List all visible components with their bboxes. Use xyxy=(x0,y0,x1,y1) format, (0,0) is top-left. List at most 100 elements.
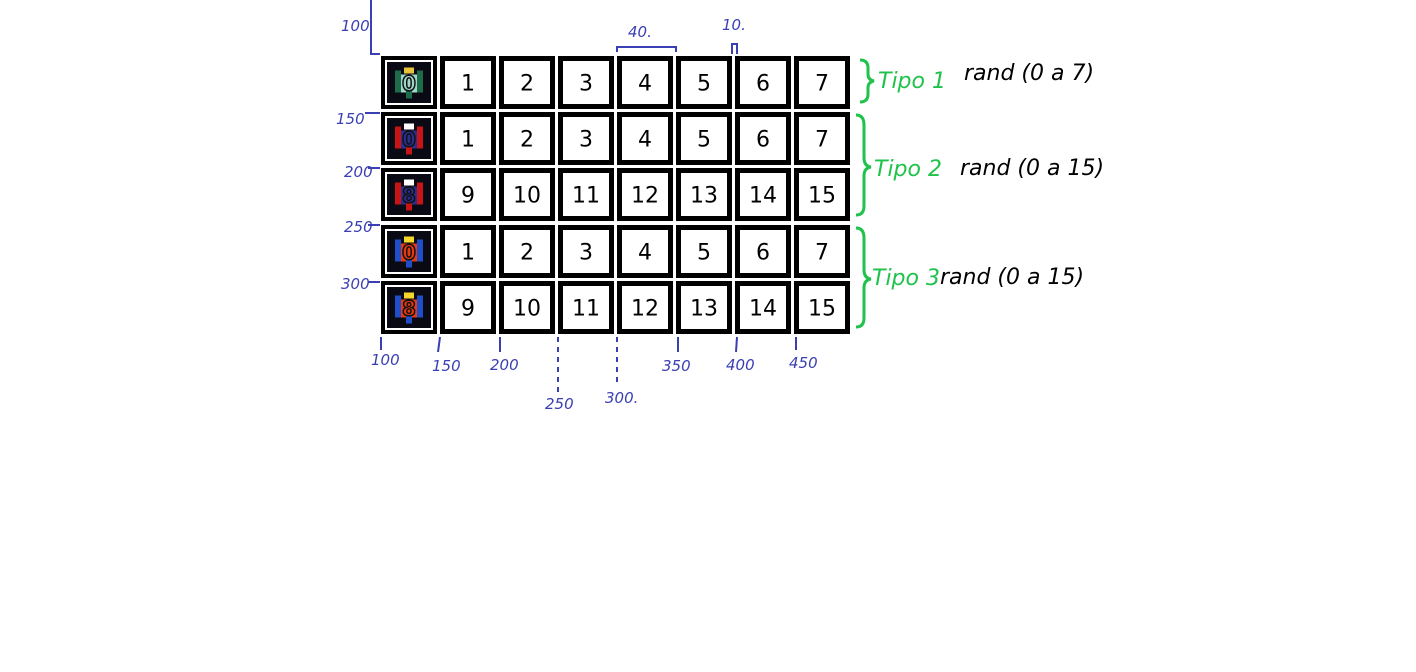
tipo-3-brace xyxy=(855,226,872,329)
frame-cell-body xyxy=(738,59,788,106)
frame-cell: 15 xyxy=(794,168,850,221)
frame-number: 12 xyxy=(631,184,659,209)
sprite-index-label: 8 xyxy=(402,297,416,321)
frame-cell: 2 xyxy=(499,56,555,109)
frame-number: 4 xyxy=(638,72,652,97)
width-label: 40. xyxy=(628,23,652,41)
x-label: 250 xyxy=(545,395,574,413)
frame-cell: 12 xyxy=(617,281,673,334)
x-tick xyxy=(735,336,738,353)
frame-number: 1 xyxy=(461,128,475,153)
sprite-pixel xyxy=(401,130,417,149)
frame-cell: 5 xyxy=(676,225,732,278)
frame-cell-body xyxy=(679,228,729,275)
frame-number: 15 xyxy=(808,297,836,322)
sprite-pixel xyxy=(401,299,417,318)
x-label: 400 xyxy=(726,356,755,374)
x-tick xyxy=(437,336,441,353)
frame-number: 13 xyxy=(690,184,718,209)
frame-cell: 13 xyxy=(676,281,732,334)
y-label: 300 xyxy=(341,275,370,293)
tipo-2-rand: rand (0 a 15) xyxy=(960,156,1104,181)
frame-cell-body xyxy=(502,228,552,275)
sprite-pixel xyxy=(404,292,414,299)
enemy-tipo3-sprite-b: 8 xyxy=(381,281,437,334)
frame-cell-body xyxy=(679,59,729,106)
frame-number: 15 xyxy=(808,184,836,209)
sprite-pixel xyxy=(417,295,423,318)
frame-cell-body xyxy=(797,115,847,162)
frame-number: 6 xyxy=(756,128,770,153)
sprite-index-label: 0 xyxy=(402,241,416,265)
frame-cell-body xyxy=(502,171,552,218)
frame-number: 9 xyxy=(461,184,475,209)
top-annotations: 100 40. 10. xyxy=(341,0,746,55)
frame-cell: 3 xyxy=(558,112,614,165)
frame-number: 2 xyxy=(520,128,534,153)
frame-number: 10 xyxy=(513,297,541,322)
width-bracket xyxy=(616,46,677,52)
frame-number: 11 xyxy=(572,297,600,322)
sprite-pixel xyxy=(395,70,401,93)
frame-cell: 9 xyxy=(440,168,496,221)
frame-cell: 6 xyxy=(735,112,791,165)
frame-cell-body xyxy=(443,171,493,218)
sprite-pixel xyxy=(417,126,423,149)
frame-number: 4 xyxy=(638,241,652,266)
sprite-index-label: 8 xyxy=(402,184,416,208)
x-label: 200 xyxy=(490,356,519,374)
frame-number: 5 xyxy=(697,241,711,266)
frame-number: 6 xyxy=(756,241,770,266)
frame-cell-body xyxy=(502,115,552,162)
frame-number: 11 xyxy=(572,184,600,209)
sprite-pixel xyxy=(406,90,412,99)
x-label: 450 xyxy=(789,354,818,372)
sprite-pixel xyxy=(395,126,401,149)
frame-cell-body xyxy=(561,284,611,331)
enemy-tipo2-sprite-a: 0 xyxy=(381,112,437,165)
tipo-2-label: Tipo 2 xyxy=(874,157,942,182)
frame-cell: 7 xyxy=(794,56,850,109)
frame-cell: 3 xyxy=(558,56,614,109)
gap-bracket xyxy=(731,43,738,54)
y-label: 200 xyxy=(344,163,373,181)
tipo-1-rand: rand (0 a 7) xyxy=(964,61,1094,86)
sprite-index-label: 0 xyxy=(402,128,416,152)
frame-cell-body xyxy=(620,59,670,106)
sprite-pixel xyxy=(406,315,412,324)
frame-cell-body xyxy=(679,115,729,162)
frame-cell: 11 xyxy=(558,281,614,334)
frame-cell-body xyxy=(620,115,670,162)
frame-cell: 13 xyxy=(676,168,732,221)
x-label: 350 xyxy=(662,357,691,375)
x-axis-labels: 100 150 200 250 300. 350 400 450 xyxy=(371,336,818,413)
frame-cell: 1 xyxy=(440,56,496,109)
top-left-label: 100 xyxy=(341,17,370,35)
frame-cell: 7 xyxy=(794,112,850,165)
sprite-pixel xyxy=(417,70,423,93)
frame-cell: 10 xyxy=(499,168,555,221)
frame-cell-body xyxy=(797,284,847,331)
frame-cell: 4 xyxy=(617,225,673,278)
frame-cell: 7 xyxy=(794,225,850,278)
sprite-pixel xyxy=(417,182,423,205)
frame-number: 14 xyxy=(749,184,777,209)
frame-number: 3 xyxy=(579,72,593,97)
sprite-pixel xyxy=(404,236,414,243)
frame-number: 7 xyxy=(815,128,829,153)
frame-number: 1 xyxy=(461,241,475,266)
frame-number: 2 xyxy=(520,72,534,97)
enemy-tipo2-sprite-b: 8 xyxy=(381,168,437,221)
frame-cell: 1 xyxy=(440,225,496,278)
frame-number: 5 xyxy=(697,128,711,153)
frame-cell-body xyxy=(738,115,788,162)
frame-number: 6 xyxy=(756,72,770,97)
frame-number: 3 xyxy=(579,128,593,153)
frame-cell: 10 xyxy=(499,281,555,334)
frame-cell-body xyxy=(797,59,847,106)
sprite-pixel xyxy=(404,179,414,186)
sprite-pixel xyxy=(401,74,417,93)
frame-number: 3 xyxy=(579,241,593,266)
frame-cell-body xyxy=(797,228,847,275)
